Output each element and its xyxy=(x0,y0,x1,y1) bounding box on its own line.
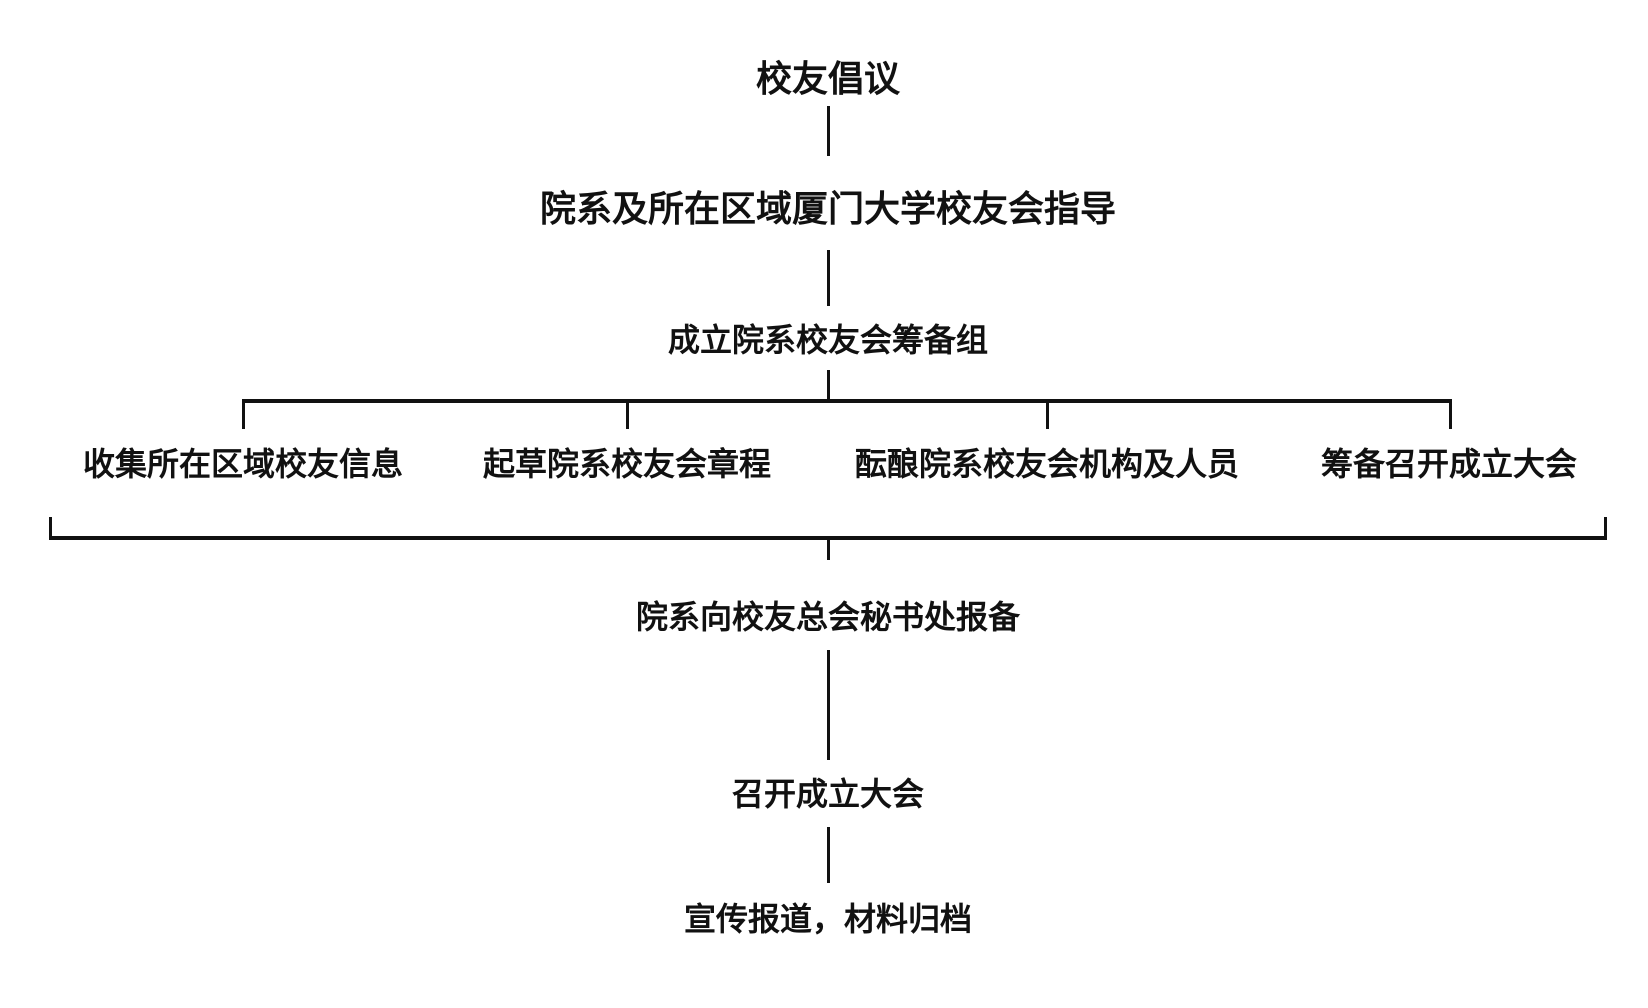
branch-drop xyxy=(242,399,245,429)
connector-line xyxy=(827,650,830,760)
task-draft-charter: 起草院系校友会章程 xyxy=(482,445,772,483)
node-prep-group: 成立院系校友会筹备组 xyxy=(667,321,989,359)
task-collect-info: 收集所在区域校友信息 xyxy=(82,445,404,483)
task-prepare-meeting: 筹备召开成立大会 xyxy=(1320,445,1578,483)
node-report: 院系向校友总会秘书处报备 xyxy=(635,598,1021,636)
connector-line xyxy=(827,538,830,560)
branch-drop xyxy=(626,399,629,429)
node-founding-meeting: 召开成立大会 xyxy=(731,775,925,813)
connector-line xyxy=(827,827,830,883)
branch-bar xyxy=(242,399,1452,403)
branch-drop xyxy=(1449,399,1452,429)
connector-line xyxy=(827,106,830,156)
bracket-right xyxy=(1604,517,1607,540)
task-plan-personnel: 酝酿院系校友会机构及人员 xyxy=(854,445,1240,483)
node-alumni-initiative: 校友倡议 xyxy=(755,59,901,100)
connector-line xyxy=(827,250,830,306)
connector-line xyxy=(827,370,830,402)
node-guidance: 院系及所在区域厦门大学校友会指导 xyxy=(539,189,1117,230)
bracket-left xyxy=(49,517,52,540)
node-publicity-archive: 宣传报道，材料归档 xyxy=(683,900,973,938)
branch-drop xyxy=(1046,399,1049,429)
